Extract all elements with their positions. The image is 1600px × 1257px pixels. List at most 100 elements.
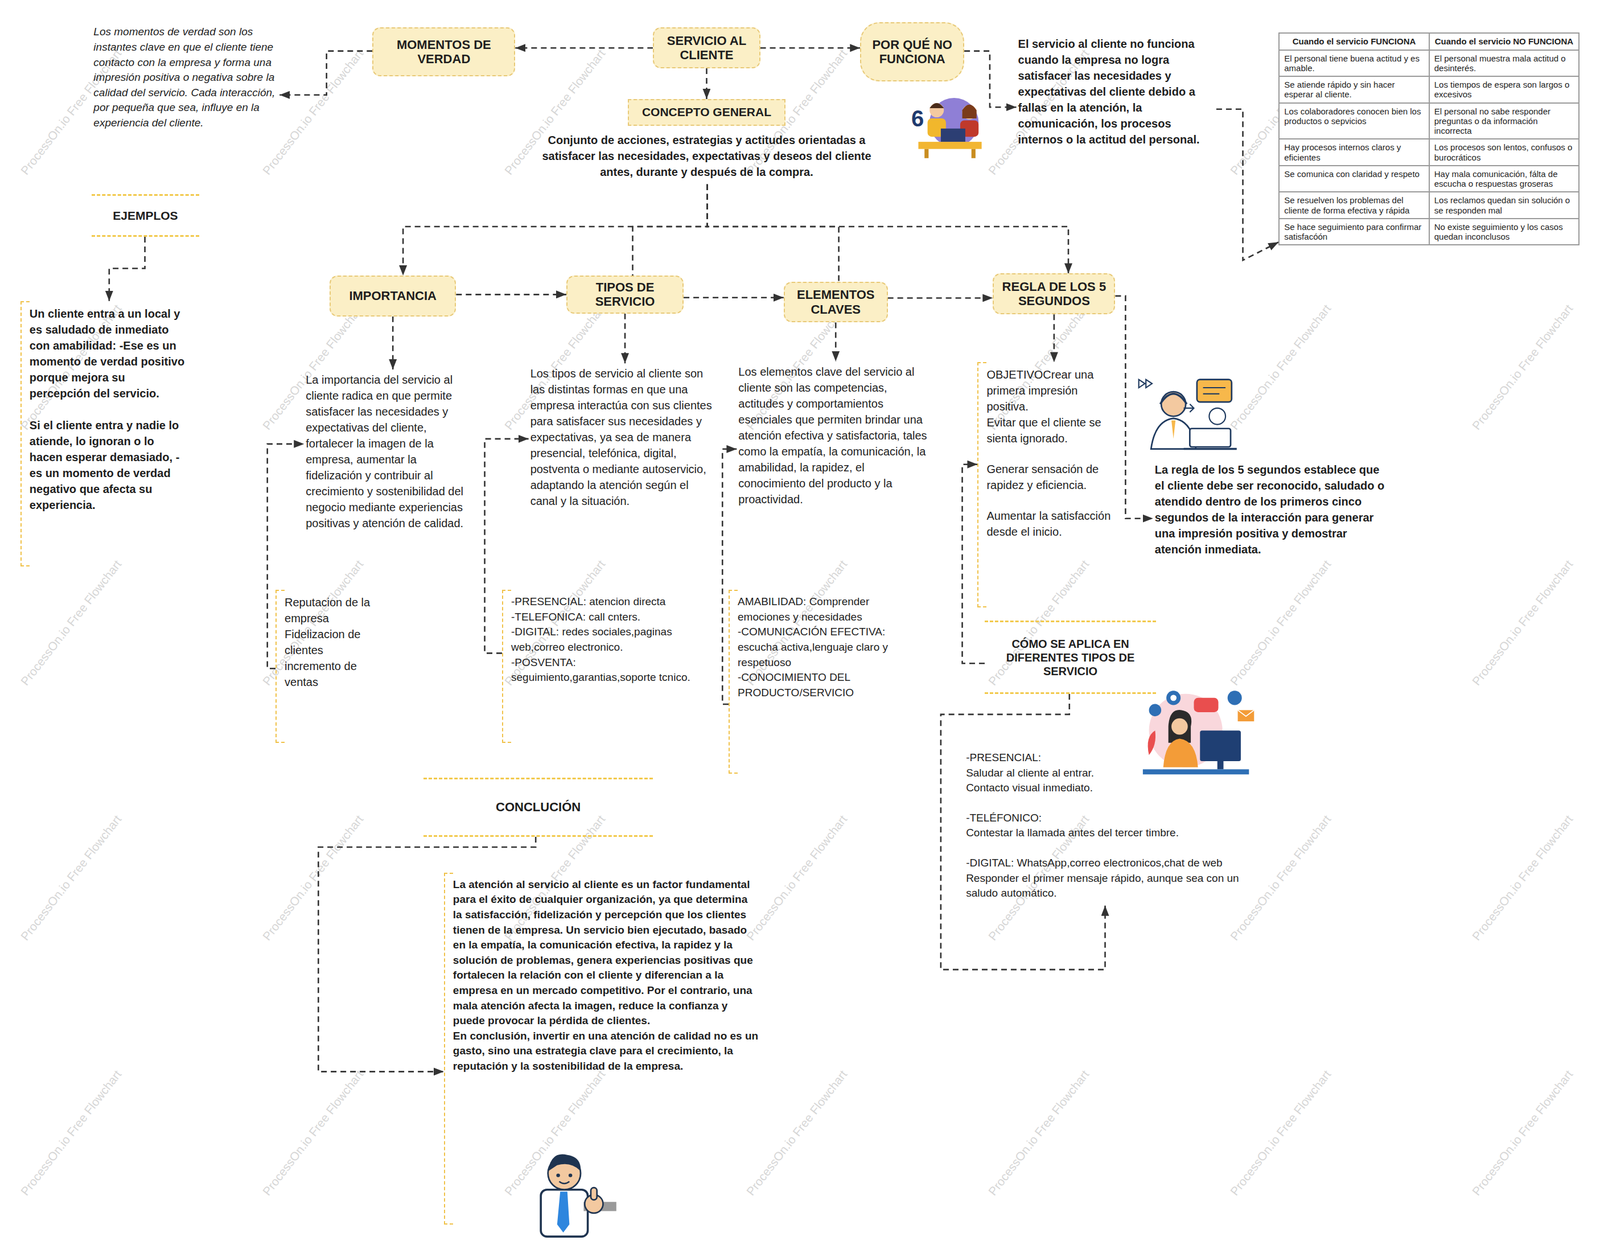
support-agent-icon-part [1203,393,1220,395]
thumbs-up-man-illustration-part [540,1189,588,1237]
table-cell: No existe seguimiento y los casos quedan… [1429,218,1579,246]
definition-note: Los momentos de verdad son los instantes… [91,22,280,135]
table-cell: Los procesos son lentos, confusos o buro… [1429,138,1579,166]
node-text: Contacto visual inmediato. [965,780,1244,796]
node-text: En conclusión, invertir en una atención … [453,1028,759,1075]
concept-text: Conjunto de acciones, estrategias y acti… [530,129,883,185]
node-text: Los tipos de servicio al cliente son las… [530,365,713,509]
helpdesk-illustration-part [924,149,929,159]
topic-box: ELEMENTOS CLAVES [783,281,888,323]
woman-at-computer-illustration-part [1217,761,1224,769]
dashed-connector [402,184,707,276]
node-text: MOMENTOS DE VERDAD [379,37,509,67]
thumbs-up-man-illustration-part [558,1181,570,1184]
node-text: OBJETIVOCrear una primera impresión posi… [986,366,1112,415]
conclusion-text: La atención al servicio al cliente es un… [443,872,763,1225]
table-cell: Los colaboradores conocen bien los produ… [1278,103,1429,140]
woman-at-computer-illustration-part [1142,768,1249,775]
helpdesk-illustration-part [918,141,982,150]
dashed-connector [835,322,837,361]
node-text: -PRESENCIAL: atencion directa [511,594,709,610]
thumbs-up-man-illustration-part [568,1173,573,1177]
node-text: Los momentos de verdad son los instantes… [93,24,278,131]
node-text: El servicio al cliente no funciona cuand… [1018,35,1215,148]
table-cell: Hay procesos internos claros y eficiente… [1278,138,1429,166]
table-cell: El personal muestra mala actitud o desin… [1429,50,1579,77]
woman-at-computer-illustration-part [1227,690,1242,705]
support-agent-icon-part [1208,408,1226,425]
watermark: ProcessOn.io Free Flowchart [1227,557,1334,688]
node-text: EJEMPLOS [112,208,178,223]
woman-at-computer-illustration-part [1163,738,1199,768]
example-text: Un cliente entra a un local y es saludad… [20,301,192,567]
table-cell: Cuando el servicio NO FUNCIONA [1429,33,1579,50]
section-band: EJEMPLOS [91,194,199,237]
node-text: -TELEFONICA: call cnters. [511,609,709,625]
helpdesk-illustration-part [929,103,944,118]
table-cell: Los reclamos quedan sin solución o se re… [1429,191,1579,219]
support-agent-icon-part [1203,387,1226,389]
node-text: -DIGITAL: redes sociales,paginas web,cor… [511,624,709,655]
dashed-connector [624,313,627,364]
table-cell: Se atiende rápido y sin hacer esperar al… [1278,76,1429,104]
dashed-connector [632,184,707,276]
watermark: ProcessOn.io Free Flowchart [260,47,366,178]
table-cell: El personal tiene buena actitud y es ama… [1278,50,1429,77]
woman-at-computer-illustration-part [1148,730,1157,755]
node-text: AMABILIDAD: Comprender emociones y neces… [737,594,924,625]
watermark: ProcessOn.io Free Flowchart [985,1067,1092,1198]
node-text: Contestar la llamada antes del tercer ti… [965,825,1244,841]
thumbs-up-man-illustration-part [590,1187,598,1200]
node-text: Conjunto de acciones, estrategias y acti… [532,132,881,180]
topic-box: TIPOS DE SERVICIO [566,275,684,314]
woman-at-computer-illustration-part [1168,709,1192,743]
helpdesk-illustration-part [962,105,977,120]
watermark: ProcessOn.io Free Flowchart [1469,812,1576,943]
dashed-connector [392,316,394,370]
application-list: -PRESENCIAL:Saludar al cliente al entrar… [964,747,1245,906]
watermark: ProcessOn.io Free Flowchart [18,812,125,943]
helpdesk-illustration [918,97,982,159]
section-band: CÓMO SE APLICA EN DIFERENTES TIPOS DE SE… [984,620,1157,694]
node-text: SERVICIO AL CLIENTE [659,33,754,63]
thumbs-up-man-illustration-part [556,1173,560,1177]
woman-at-computer-illustration-part [1166,690,1181,705]
node-text: IMPORTANCIA [348,288,437,303]
table-cell: Se resuelven los problemas del cliente d… [1278,191,1429,219]
objective-bracket: OBJETIVOCrear una primera impresión posi… [977,362,1116,607]
dashed-connector [1115,295,1153,519]
watermark: ProcessOn.io Free Flowchart [1469,557,1576,688]
node-text: ELEMENTOS CLAVES [790,287,882,317]
support-agent-icon-part [1138,379,1153,388]
table-cell: Se comunica con claridad y respeto [1278,165,1429,193]
list-bracket: AMABILIDAD: Comprender emociones y neces… [728,589,927,774]
woman-at-computer-illustration-part [1149,704,1162,717]
node-text: La importancia del servicio al cliente r… [305,371,471,532]
topic-box: REGLA DE LOS 5 SEGUNDOS [992,273,1116,315]
topic-box: MOMENTOS DE VERDAD [372,27,516,77]
support-agent-icon-part [1171,420,1176,439]
dashed-connector [455,293,567,296]
node-text: -PRESENCIAL: [965,750,1244,766]
logo-number: 6 [911,105,924,132]
dashed-connector [887,297,994,299]
watermark: ProcessOn.io Free Flowchart [502,812,608,943]
woman-at-computer-illustration-part [1237,709,1255,717]
table-cell: Cuando el servicio FUNCIONA [1278,33,1429,50]
watermark: ProcessOn.io Free Flowchart [1227,812,1334,943]
dashed-connector [760,47,861,49]
table-cell: Se hace seguimiento para confirmar satis… [1278,218,1429,246]
dashed-connector [1216,109,1279,261]
support-agent-icon-part [1197,379,1232,402]
comparison-table: Cuando el servicio FUNCIONACuando el ser… [1278,32,1580,246]
helpdesk-illustration-part [971,149,976,159]
thumbs-up-man-illustration-part [548,1154,581,1172]
list-bracket: -PRESENCIAL: atencion directa-TELEFONICA… [502,589,712,743]
watermark: ProcessOn.io Free Flowchart [260,1067,366,1198]
main-topic-box: SERVICIO AL CLIENTE [652,27,760,69]
node-text: POR QUÉ NO FUNCIONA [866,37,958,67]
dashed-connector [706,184,1069,274]
table-cell: Los tiempos de espera son largos o exces… [1429,76,1579,104]
table-cell: Hay mala comunicación, fálta de escucha … [1429,165,1579,193]
dashed-connector [515,47,653,49]
